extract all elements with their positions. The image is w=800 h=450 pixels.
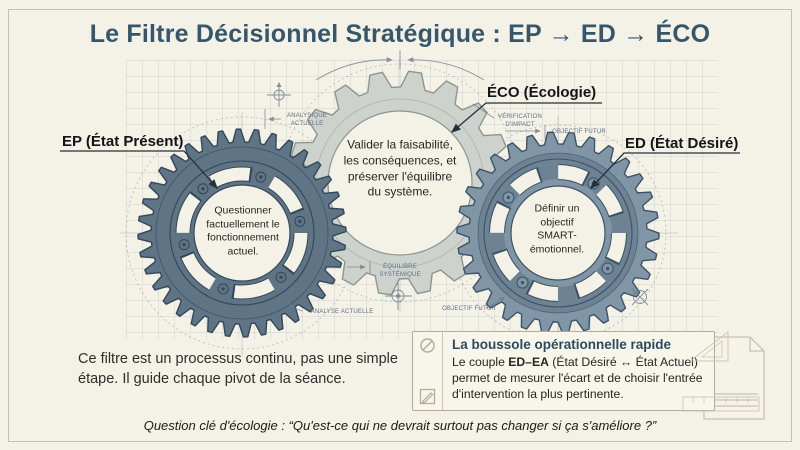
gear-ed-text: Définir un objectif SMART- émotionnel. [529,202,585,256]
annotation-analyse-actuelle: ANALYSE ACTUELLE [310,309,374,315]
crosshair-icon [267,82,291,107]
label-eco: ÉCO (Écologie) [487,84,597,101]
gear-ed [456,131,660,335]
callout-icon-column [413,332,443,410]
annotation-analysique-actuelle: ANALYSIQUE ACTUELLE [287,113,327,128]
footer-paragraph: Ce filtre est un processus continu, pas … [78,351,398,387]
annotation-verification-impact: VÉRIFICATION D'IMPACT [498,114,542,129]
gear-ep-text: Questionner factuellement le fonctionnem… [206,204,280,258]
annotation-objectif-futur-top: OBJECTIF FUTUR [552,129,606,135]
compass-icon [631,288,649,306]
key-question: Question clé d'écologie : “Qu'est-ce qui… [143,418,657,433]
pencil-icon [419,388,436,405]
label-ep: EP (État Présent) [62,133,184,150]
callout-body-bold: ED–EA [508,355,549,369]
gear-ep [137,128,347,338]
callout-body-prefix: Le couple [452,355,509,369]
compass-icon [420,338,435,353]
crosshair-icon [385,283,412,310]
gear-eco-text: Valider la faisabilité, les conséquences… [343,137,457,199]
annotation-equilibre-systemique: ÉQUILIBRE SYSTÉMIQUE [379,264,421,279]
page-title: Le Filtre Décisionnel Stratégique : EP →… [89,20,711,48]
callout-body-suffix: (État Désiré ↔ État Actuel) permet de me… [452,355,703,401]
label-ed: ED (État Désiré) [625,135,739,152]
annotation-leaders [264,103,546,312]
crosshair-marks [267,82,649,310]
dimension-arrows [315,50,485,81]
label-leaders [60,102,740,189]
callout-content: La boussole opérationnelle rapide Le cou… [443,332,714,410]
callout-body: Le couple ED–EA (État Désiré ↔ État Actu… [452,355,706,403]
annotation-objectif-futur-bottom: OBJECTIF FUTUR [442,306,496,312]
callout-title: La boussole opérationnelle rapide [452,337,672,352]
callout-box: La boussole opérationnelle rapide Le cou… [412,331,715,411]
